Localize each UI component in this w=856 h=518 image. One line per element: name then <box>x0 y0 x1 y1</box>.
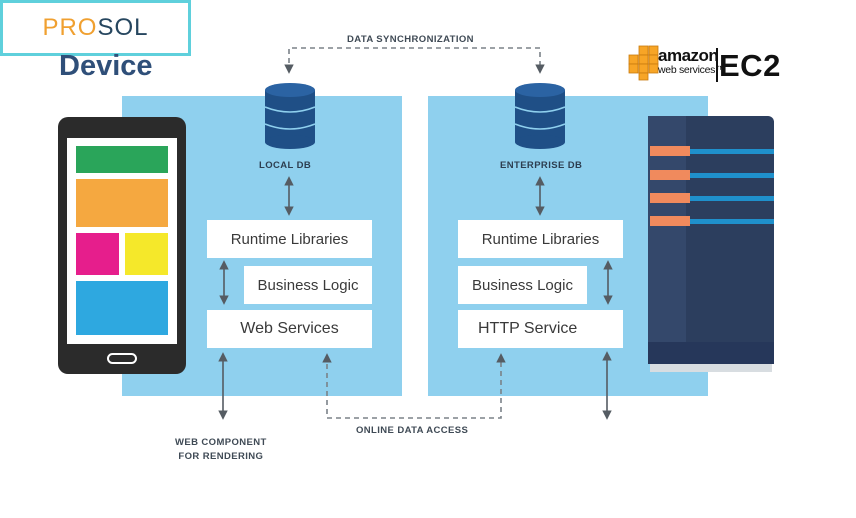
online-data-access-caption: ONLINE DATA ACCESS <box>356 425 469 436</box>
device-runtime-libraries: Runtime Libraries <box>207 220 372 258</box>
server-runtime-libraries: Runtime Libraries <box>458 220 623 258</box>
data-sync-connector <box>284 47 545 74</box>
local-db-icon <box>264 83 316 149</box>
prosol-sol: SOL <box>97 14 149 41</box>
web-services-wordmark: web services™ <box>658 64 726 76</box>
mobile-device-icon <box>58 117 186 374</box>
prosol-pro: PRO <box>42 14 98 41</box>
data-sync-caption: DATA SYNCHRONIZATION <box>347 34 474 45</box>
server-icon <box>648 116 774 372</box>
logo-divider <box>716 48 718 82</box>
amazon-wordmark: amazon <box>658 46 719 65</box>
enterprise-db-caption: ENTERPRISE DB <box>500 160 583 171</box>
aws-cubes-icon <box>628 45 659 81</box>
server-business-logic: Business Logic <box>458 266 587 304</box>
enterprise-db-icon <box>514 83 566 149</box>
web-component-line2: FOR RENDERING <box>178 451 264 462</box>
device-business-logic: Business Logic <box>244 266 372 304</box>
prosol-logo: PROSOL <box>42 14 148 42</box>
device-web-services: Web Services <box>207 310 372 348</box>
server-http-service: HTTP Service <box>458 310 623 348</box>
web-component-caption: WEB COMPONENT FOR RENDERING <box>175 436 267 464</box>
local-db-caption: LOCAL DB <box>259 160 312 171</box>
ec2-label: EC2 <box>719 48 781 83</box>
device-title: Device <box>59 50 153 82</box>
web-component-line1: WEB COMPONENT <box>175 437 267 448</box>
online-data-access-connector <box>322 353 506 419</box>
prosol-logo-box: PROSOL <box>0 0 191 56</box>
